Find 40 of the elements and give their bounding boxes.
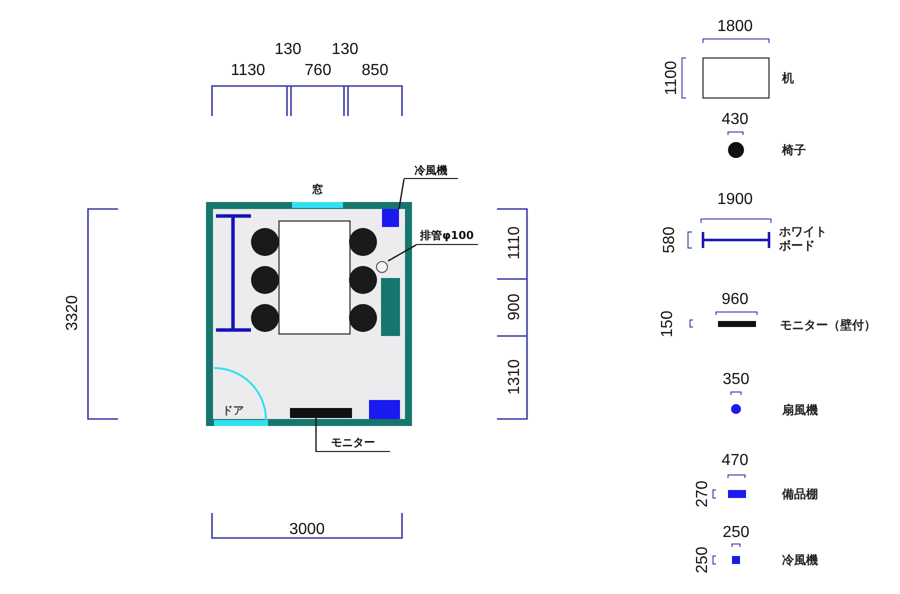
dimension-label: 150 (660, 310, 676, 338)
dimension-label: 760 (304, 63, 332, 79)
dimension-label: 3320 (65, 295, 81, 331)
dimension-label: 270 (695, 480, 711, 508)
legend-label: ホワイトボード (779, 224, 828, 254)
dimension-label: 130 (274, 42, 302, 58)
legend-label: 扇風機 (782, 402, 819, 418)
legend-label: 備品棚 (782, 486, 819, 502)
callout-label: モニター (316, 436, 390, 452)
dimension-label: 430 (722, 112, 748, 128)
dimension-label: 1900 (717, 192, 753, 208)
door-label: ドア (222, 405, 244, 416)
leader-line (315, 418, 317, 452)
dimension-label: 1310 (507, 359, 523, 395)
dimension-label: 470 (722, 453, 748, 469)
dimension-label: 350 (722, 372, 750, 388)
dimension-label: 850 (362, 63, 388, 79)
air-conditioner-unit (382, 209, 399, 227)
callout-label: 排管φ100 (416, 229, 478, 245)
dimension-label: 1130 (230, 63, 266, 79)
dimension-label: 1110 (507, 226, 523, 260)
dimension-label: 130 (332, 42, 358, 58)
monitor-bar (290, 408, 352, 418)
pipe-circle (376, 261, 388, 273)
dimension-label: 1100 (664, 60, 680, 96)
legend-label: 冷風機 (782, 552, 819, 568)
dimension-label: 250 (722, 525, 750, 541)
legend-label: モニター（壁付） (780, 318, 877, 332)
window-label: 窓 (311, 184, 324, 195)
dimension-label: 900 (507, 294, 523, 320)
callout-label: 冷風機 (404, 164, 458, 179)
dimension-label: 1800 (717, 19, 753, 35)
leader-line (388, 244, 416, 262)
legend-label: 椅子 (782, 142, 807, 158)
leader-line (398, 178, 405, 210)
dimension-label: 580 (662, 226, 678, 254)
dimension-label: 3000 (289, 522, 325, 538)
dimension-label: 250 (695, 546, 711, 574)
dimension-label: 960 (722, 292, 748, 308)
legend-label: 机 (782, 70, 795, 86)
